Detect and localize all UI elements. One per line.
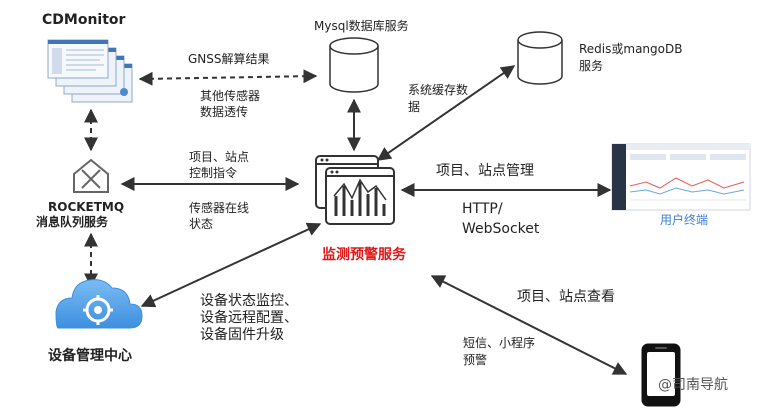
main-service-label: 监测预警服务	[322, 247, 406, 263]
dashboard-screen-icon	[611, 143, 751, 211]
redis-database-icon	[517, 31, 563, 85]
edge-device-main	[140, 222, 322, 308]
control-label-line2: 控制指令	[189, 166, 238, 180]
sensor-label-line1: 其他传感器	[200, 89, 261, 103]
device-label-line1: 设备状态监控、	[200, 293, 298, 309]
edge-main-mobile	[430, 275, 628, 375]
edge-redis-main	[376, 65, 516, 161]
online-label-line2: 状态	[189, 217, 214, 231]
mysql-label: Mysql数据库服务	[314, 19, 409, 33]
cache-label-line2: 据	[408, 100, 421, 114]
smartphone-icon	[641, 343, 681, 407]
device-center-label: 设备管理中心	[48, 348, 132, 364]
monitoring-server-icon	[315, 155, 395, 225]
sensor-label-line2: 数据透传	[200, 105, 249, 119]
redis-label-line2: 服务	[579, 59, 604, 73]
sms-label-line1: 短信、小程序	[463, 336, 536, 350]
edge-cdmonitor-mysql	[138, 69, 318, 86]
cache-label-line1: 系统缓存数	[408, 83, 469, 97]
house-tools-icon	[73, 158, 109, 193]
sms-label-line2: 预警	[463, 353, 488, 367]
redis-label-line1: Redis或mangoDB	[579, 42, 683, 56]
user-terminal-label: 用户终端	[660, 213, 709, 227]
site-view-label: 项目、站点查看	[517, 289, 615, 305]
site-mgmt-label: 项目、站点管理	[436, 163, 534, 179]
gnss-label: GNSS解算结果	[188, 52, 270, 66]
cloud-gear-icon	[55, 279, 143, 329]
http-label-line2: WebSocket	[462, 221, 540, 237]
device-label-line2: 设备远程配置、	[200, 310, 298, 326]
control-label-line1: 项目、站点	[189, 150, 250, 164]
device-label-line3: 设备固件升级	[200, 327, 284, 343]
rocketmq-label-line1: ROCKETMQ	[48, 200, 125, 214]
mysql-database-icon	[329, 37, 379, 93]
cdmonitor-label: CDMonitor	[42, 12, 126, 28]
watermark: @司南导航	[658, 377, 728, 393]
monitor-windows-icon	[47, 39, 133, 103]
online-label-line1: 传感器在线	[189, 201, 250, 215]
http-label-line1: HTTP/	[462, 201, 503, 217]
rocketmq-label-line2: 消息队列服务	[36, 215, 109, 229]
